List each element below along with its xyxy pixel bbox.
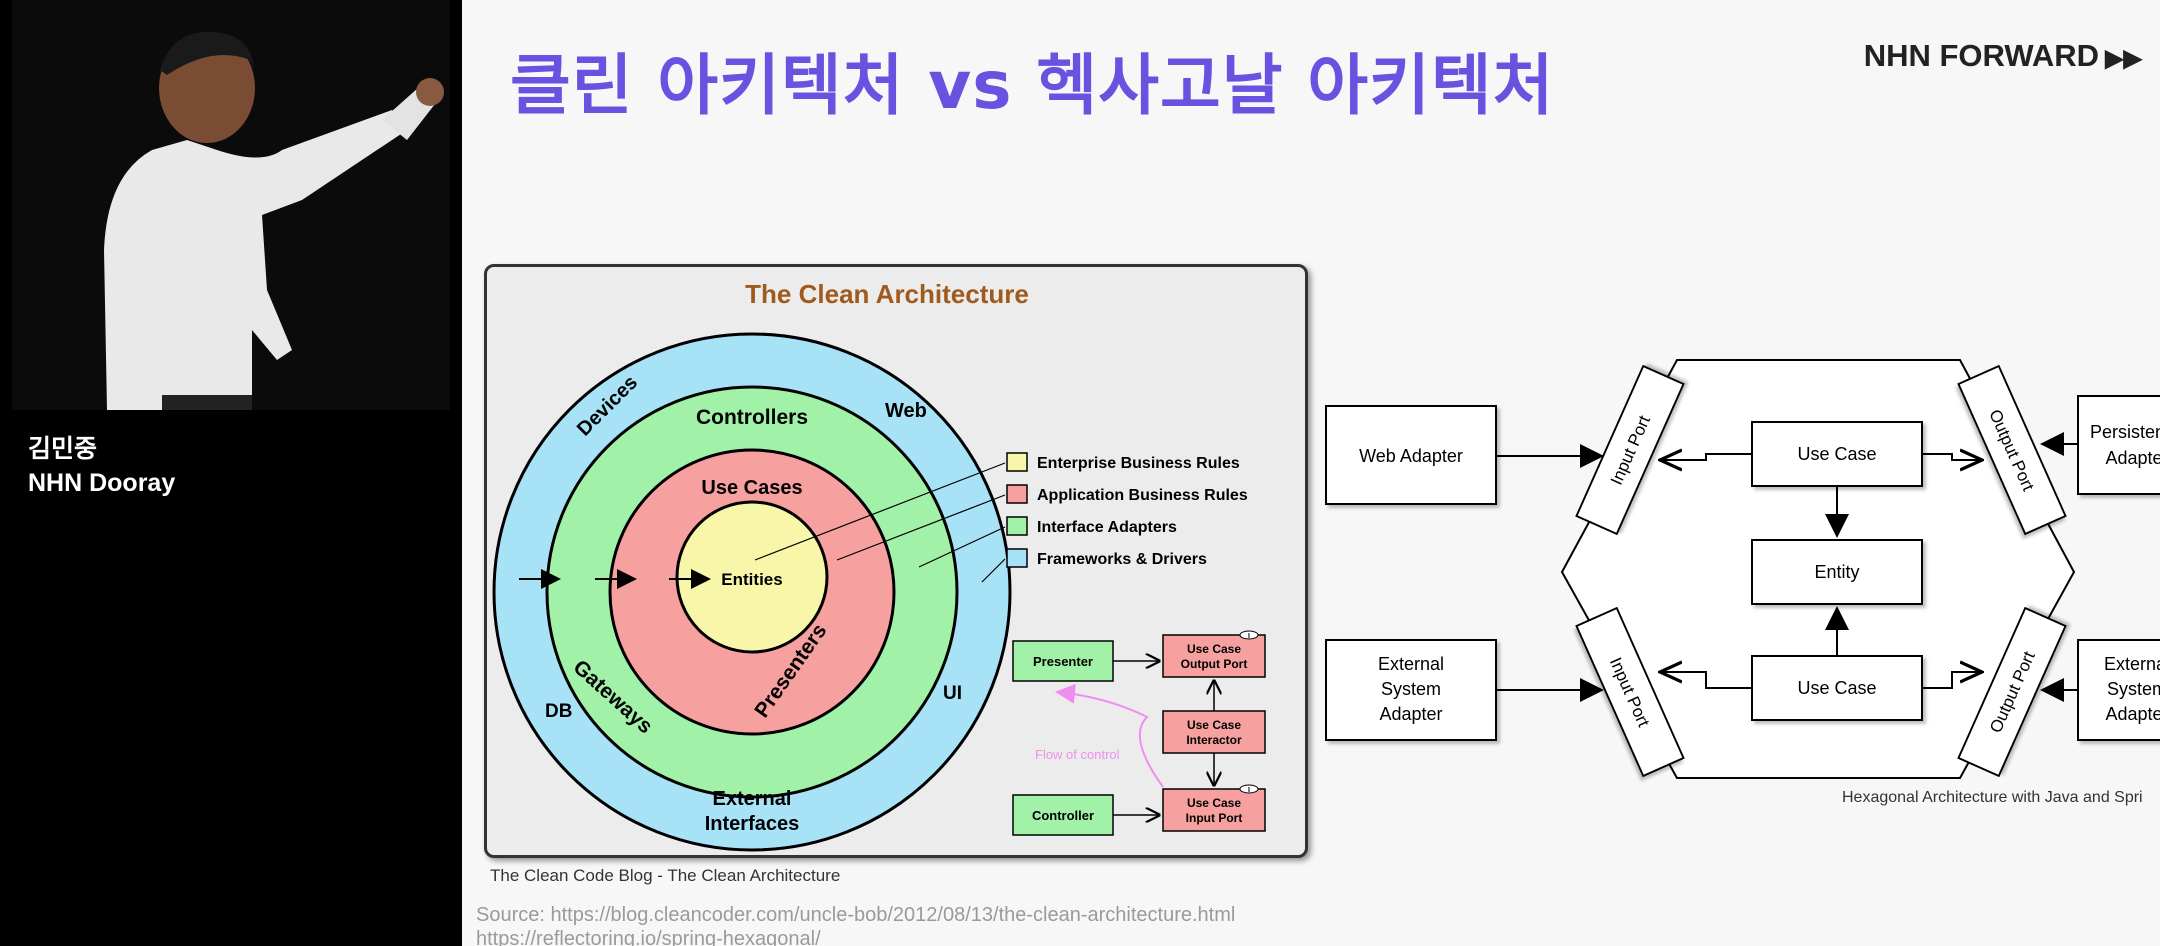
interface-marker-icon bbox=[1239, 630, 1259, 640]
flow-output-port-1: Use Case bbox=[1187, 642, 1241, 656]
ext-right-3: Adapter bbox=[2105, 704, 2160, 724]
web-adapter-label: Web Adapter bbox=[1359, 446, 1463, 466]
play-arrows-icon: ▶▶ bbox=[2105, 45, 2142, 72]
slide: 클린 아키텍처 vs 헥사고날 아키텍처 NHN FORWARD▶▶ The C… bbox=[462, 0, 2160, 946]
legend-swatch-application bbox=[1006, 484, 1028, 504]
brand-logo: NHN FORWARD▶▶ bbox=[1864, 38, 2142, 74]
flow-presenter-box bbox=[1012, 640, 1114, 682]
legend-interface: Interface Adapters bbox=[1037, 519, 1177, 536]
flow-interactor-1: Use Case bbox=[1187, 718, 1241, 732]
ext-left-3: Adapter bbox=[1379, 704, 1442, 724]
legend-swatch-frameworks bbox=[1006, 548, 1028, 568]
clean-architecture-figure: The Clean Architecture Devices Web DB UI… bbox=[484, 264, 1308, 858]
legend-swatch-enterprise bbox=[1006, 452, 1028, 472]
label-controllers: Controllers bbox=[696, 406, 808, 429]
flow-input-port-1: Use Case bbox=[1187, 796, 1241, 810]
persistence-2: Adapter bbox=[2105, 448, 2160, 468]
label-external-2: Interfaces bbox=[705, 813, 800, 835]
external-system-adapter-right bbox=[2077, 639, 2160, 741]
entity-box bbox=[1751, 539, 1923, 605]
flow-controller: Controller bbox=[1032, 808, 1094, 823]
flow-io-mark-2: I bbox=[1248, 787, 1250, 794]
source-line-1: Source: https://blog.cleancoder.com/uncl… bbox=[476, 904, 1236, 926]
label-external-1: External bbox=[713, 788, 792, 810]
clean-architecture-diagram: The Clean Architecture Devices Web DB UI… bbox=[492, 279, 1266, 852]
legend-swatch-interface bbox=[1006, 516, 1028, 536]
flow-presenter: Presenter bbox=[1033, 654, 1093, 669]
legend-enterprise: Enterprise Business Rules bbox=[1037, 455, 1240, 472]
speaker-silhouette bbox=[12, 0, 450, 410]
hex-caption: Hexagonal Architecture with Java and Spr… bbox=[1842, 789, 2143, 806]
ext-right-1: External bbox=[2104, 654, 2160, 674]
flow-interactor-box bbox=[1162, 710, 1266, 754]
ext-right-2: System bbox=[2107, 679, 2160, 699]
legend: Enterprise Business Rules Application Bu… bbox=[1006, 452, 1248, 568]
speaker-video bbox=[12, 0, 450, 410]
label-db: DB bbox=[545, 701, 572, 722]
flow-io-mark-1: I bbox=[1248, 633, 1250, 640]
use-case-top: Use Case bbox=[1797, 444, 1876, 464]
persistence-1: Persistence bbox=[2090, 422, 2160, 442]
interface-marker-icon bbox=[1239, 784, 1259, 794]
clean-title: The Clean Architecture bbox=[745, 279, 1029, 309]
ext-left-2: System bbox=[1381, 679, 1441, 699]
ext-left-1: External bbox=[1378, 654, 1444, 674]
external-system-adapter-left bbox=[1325, 639, 1497, 741]
ring-enterprise-business-rules bbox=[675, 500, 829, 654]
label-web: Web bbox=[885, 400, 927, 422]
flow-of-control-label: Flow of control bbox=[1035, 747, 1120, 762]
speaker-caption: 김민중 NHN Dooray bbox=[28, 432, 175, 500]
label-entities: Entities bbox=[721, 570, 782, 589]
slide-title: 클린 아키텍처 vs 헥사고날 아키텍처 bbox=[510, 47, 1555, 124]
web-adapter-box bbox=[1325, 405, 1497, 505]
flow-interactor-2: Interactor bbox=[1186, 733, 1242, 747]
flow-output-port-box bbox=[1162, 634, 1266, 678]
brand-name: NHN FORWARD bbox=[1863, 38, 2100, 73]
speaker-panel: 김민중 NHN Dooray bbox=[0, 0, 462, 946]
flow-input-port-2: Input Port bbox=[1186, 811, 1243, 825]
speaker-name: 김민중 bbox=[28, 435, 98, 463]
flow-of-control-diagram: Presenter Use Case Output Port I Use Cas… bbox=[1012, 630, 1266, 836]
hexagonal-architecture-diagram: Web Adapter External System Adapter Pers… bbox=[1325, 359, 2160, 806]
label-ui: UI bbox=[943, 683, 962, 704]
use-case-bottom: Use Case bbox=[1797, 678, 1876, 698]
flow-output-port-2: Output Port bbox=[1181, 657, 1248, 671]
flow-input-port-box bbox=[1162, 788, 1266, 832]
clean-caption: The Clean Code Blog - The Clean Architec… bbox=[490, 866, 841, 885]
legend-frameworks: Frameworks & Drivers bbox=[1037, 551, 1207, 568]
legend-application: Application Business Rules bbox=[1037, 487, 1248, 504]
speaker-team: NHN Dooray bbox=[28, 469, 176, 497]
label-use-cases: Use Cases bbox=[701, 477, 802, 499]
persistence-adapter-box bbox=[2077, 395, 2160, 495]
output-port-bottom: Output Port bbox=[1957, 606, 2067, 778]
use-case-top-box bbox=[1751, 421, 1923, 487]
entity: Entity bbox=[1814, 562, 1859, 582]
source-line-2: https://reflectoring.io/spring-hexagonal… bbox=[476, 928, 821, 946]
